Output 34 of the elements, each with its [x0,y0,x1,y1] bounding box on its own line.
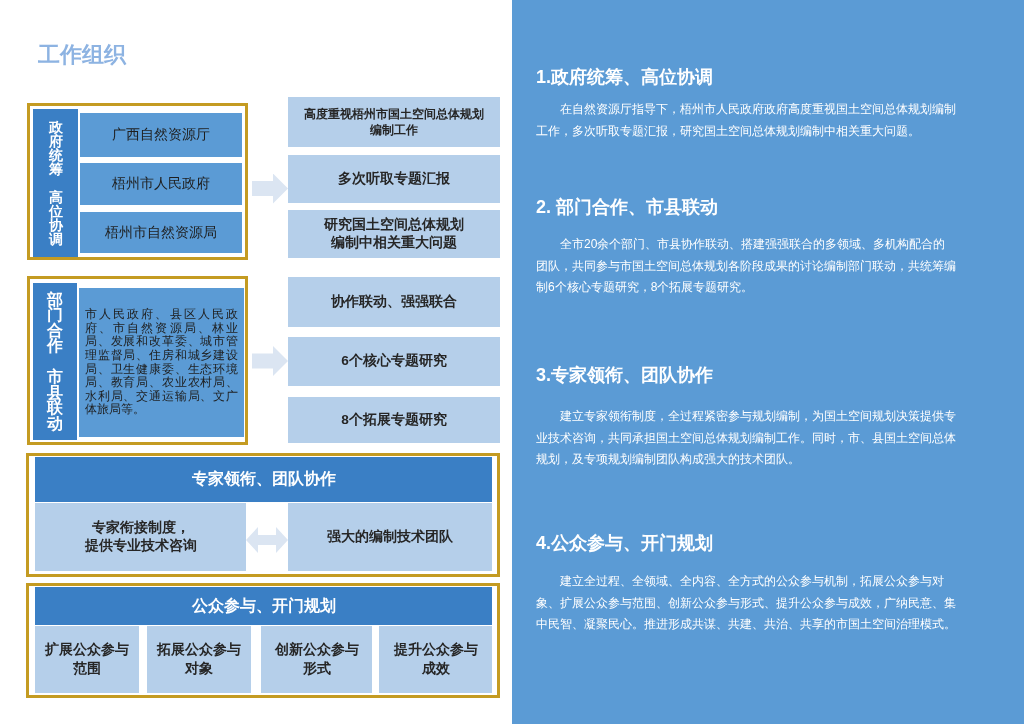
paragraph: 在自然资源厅指导下，梧州市人民政府政府高度重视国土空间总体规划编制工作，多次听取专题汇报，研究国土空间总体规划编制中相关重大问题。 [536,101,957,140]
task-box: 专家衔接制度，提供专业技术咨询 [35,503,246,571]
agency-box: 梧州市自然资源局 [80,212,242,253]
agency-list-box: 市人民政府、县区人民政府、市自然资源局、林业局、发展和改革委、城市管理监督局、住房和城乡建设局、卫生健康委、生态环境局、教育局、农业农村局、水利局、交通运输局、文广体旅局等。 [79,288,244,437]
task-box: 6个核心专题研究 [288,337,500,386]
header-bar: 专家领衔、团队协作 [35,457,492,502]
task-box: 8个拓展专题研究 [288,397,500,443]
paragraph: 建立全过程、全领域、全内容、全方式的公众参与机制，拓展公众参与对象、扩展公众参与范围、创新公众参与形式、提升公众参与成效，广纳民意、集中民智、凝聚民心。推进形成共谋、共建、共治、共享的市国土空间治理模式。 [536,573,957,633]
double-arrow [246,527,288,553]
section-frame [26,453,500,577]
section-heading: 4.公众参与、开门规划 [536,532,713,555]
section-frame [26,583,500,698]
task-box: 研究国土空间总体规划编制中相关重大问题 [288,210,500,258]
agency-box: 梧州市人民政府 [80,163,242,205]
section-frame [27,103,248,260]
task-box: 强大的编制技术团队 [288,503,492,571]
task-box: 高度重视梧州市国土空间总体规划编制工作 [288,97,500,147]
section-heading: 3.专家领衔、团队协作 [536,364,713,387]
side-label: 部门合作 市县联动 [33,283,77,440]
page-title: 工作组织 [38,41,126,69]
section-frame [27,276,248,445]
task-box: 协作联动、强强联合 [288,277,500,327]
agency-box: 广西自然资源厅 [80,113,242,157]
measure-box: 提升公众参与成效 [379,626,492,693]
measure-box: 扩展公众参与范围 [35,626,139,693]
paragraph: 建立专家领衔制度，全过程紧密参与规划编制，为国土空间规划决策提供专业技术咨询，共同承担国土空间总体规划编制工作。同时，市、县国土空间总体规划，及专项规划编制团队构成强大的技术团队。 [536,408,957,468]
measure-box: 拓展公众参与对象 [147,626,251,693]
side-label: 政府统筹 高位协调 [33,109,78,257]
header-bar: 公众参与、开门规划 [35,587,492,625]
section-heading: 1.政府统筹、高位协调 [536,66,713,89]
paragraph: 全市20余个部门、市县协作联动、搭建强强联合的多领域、多机构配合的团队，共同参与市国土空间总体规划各阶段成果的讨论编制部门联动，共统筹编制6个核心专题研究，8个拓展专题研究。 [536,236,957,296]
measure-box: 创新公众参与形式 [261,626,372,693]
section-heading: 2. 部门合作、市县联动 [536,196,718,219]
task-box: 多次听取专题汇报 [288,155,500,203]
